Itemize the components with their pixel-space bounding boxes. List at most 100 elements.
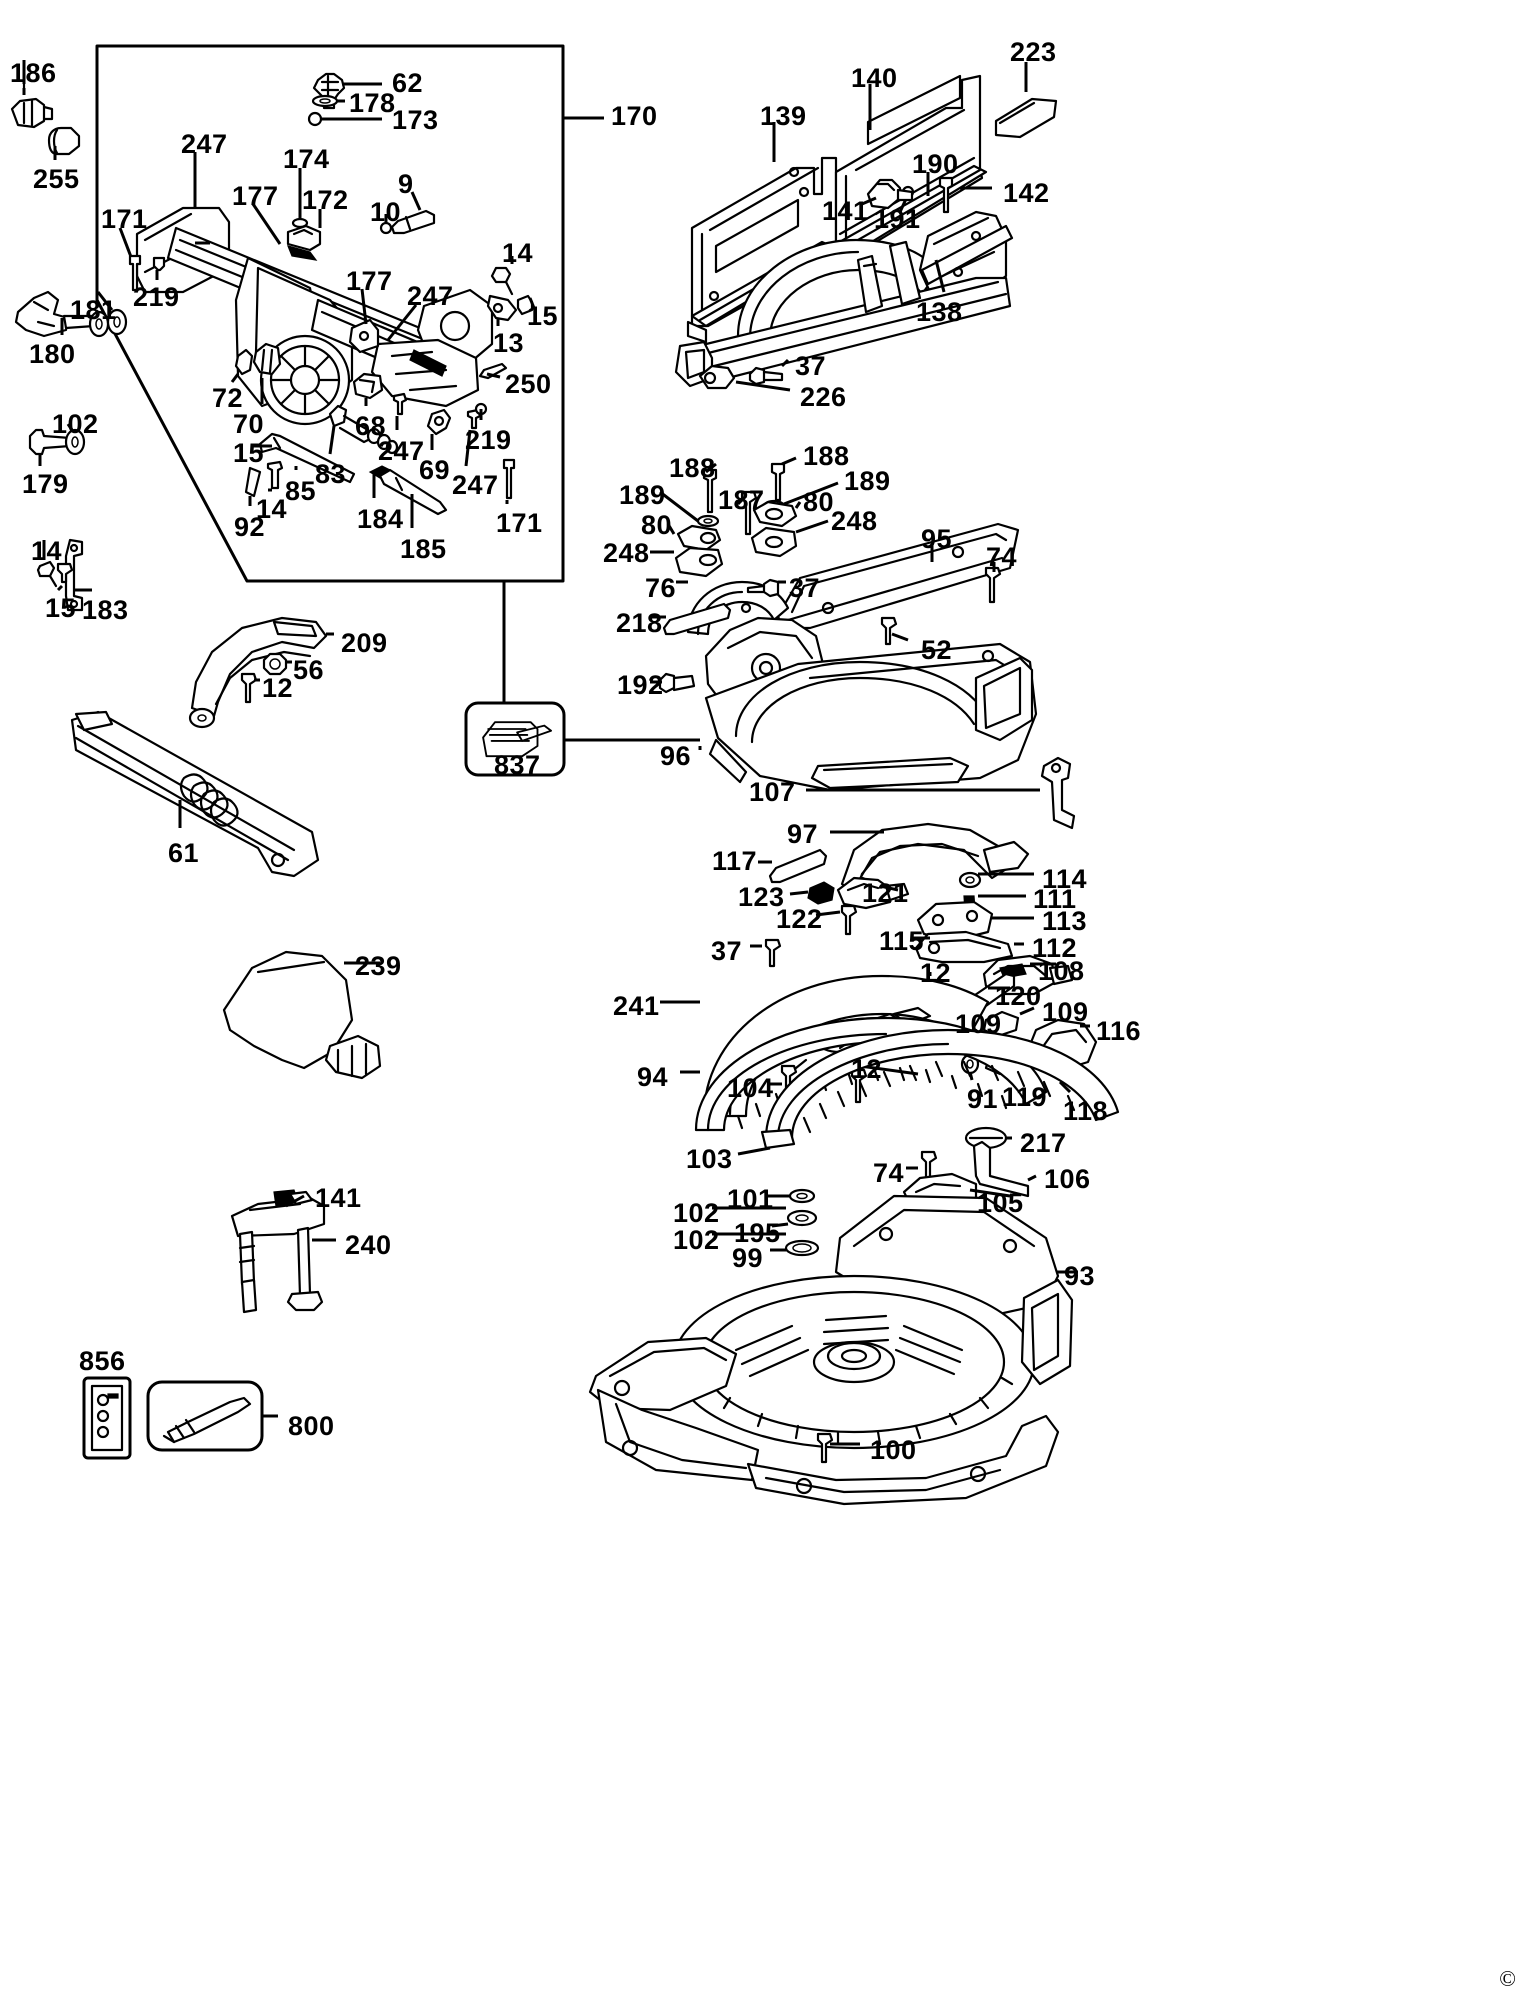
- callout-188a: 188: [669, 453, 716, 483]
- callout-247d: 247: [452, 470, 499, 500]
- callout-223: 223: [1010, 37, 1057, 67]
- callout-109b: 109: [955, 1009, 1002, 1039]
- callout-14b: 14: [256, 494, 288, 524]
- callout-191: 191: [874, 204, 921, 234]
- callout-103: 103: [686, 1144, 733, 1174]
- callout-12c: 12: [262, 673, 294, 703]
- copyright-mark: ©: [1499, 1966, 1516, 1991]
- callout-139: 139: [760, 101, 807, 131]
- callout-180: 180: [29, 339, 76, 369]
- callout-70: 70: [233, 409, 265, 439]
- callout-93: 93: [1064, 1261, 1096, 1291]
- callout-116: 116: [1096, 1016, 1142, 1046]
- callout-142: 142: [1003, 178, 1050, 208]
- callout-192: 192: [617, 670, 664, 700]
- callout-104: 104: [727, 1073, 774, 1103]
- callout-250: 250: [505, 369, 552, 399]
- callout-100: 100: [870, 1435, 917, 1465]
- callout-800: 800: [288, 1411, 335, 1441]
- callout-96: 96: [660, 741, 692, 771]
- callout-15b: 15: [233, 438, 265, 468]
- callout-172: 172: [302, 185, 349, 215]
- callout-91: 91: [967, 1084, 999, 1114]
- callout-9: 9: [398, 169, 414, 199]
- callout-209: 209: [341, 628, 388, 658]
- callout-68: 68: [355, 411, 387, 441]
- callout-62: 62: [392, 68, 424, 98]
- callout-99: 99: [732, 1243, 764, 1273]
- callout-177a: 177: [232, 181, 279, 211]
- callout-185: 185: [400, 534, 447, 564]
- callout-171a: 171: [101, 204, 148, 234]
- callout-95: 95: [921, 524, 953, 554]
- callout-14a: 14: [502, 238, 534, 268]
- callout-141a: 141: [822, 196, 869, 226]
- callout-183: 183: [82, 595, 129, 625]
- callout-56: 56: [293, 655, 325, 685]
- callout-80b: 80: [641, 510, 673, 540]
- callout-117: 117: [712, 846, 758, 876]
- callout-240: 240: [345, 1230, 392, 1260]
- callout-217: 217: [1020, 1128, 1067, 1158]
- callout-174: 174: [283, 144, 330, 174]
- callout-97: 97: [787, 819, 819, 849]
- callout-247a: 247: [181, 129, 228, 159]
- callout-241: 241: [613, 991, 660, 1021]
- callout-74b: 74: [873, 1158, 905, 1188]
- callout-102a: 102: [52, 409, 99, 439]
- callout-123: 123: [738, 882, 785, 912]
- callout-177b: 177: [346, 266, 393, 296]
- callout-187: 187: [718, 485, 765, 515]
- callout-113: 113: [1042, 906, 1088, 936]
- callout-13: 13: [493, 328, 525, 358]
- callout-140: 140: [851, 63, 898, 93]
- callout-248b: 248: [603, 538, 650, 568]
- callout-173: 173: [392, 105, 439, 135]
- callout-247c: 247: [378, 436, 425, 466]
- callout-37b: 37: [789, 573, 821, 603]
- callout-85: 85: [285, 476, 317, 506]
- callout-15c: 15: [45, 593, 77, 623]
- callout-115: 115: [879, 926, 925, 956]
- callout-178: 178: [349, 88, 396, 118]
- callout-74a: 74: [986, 542, 1018, 572]
- callout-106: 106: [1044, 1164, 1091, 1194]
- callout-72: 72: [212, 383, 244, 413]
- callout-118: 118: [1063, 1096, 1109, 1126]
- callout-37a: 37: [795, 351, 827, 381]
- callout-856: 856: [79, 1346, 126, 1376]
- callout-171b: 171: [496, 508, 543, 538]
- callout-112: 112: [1032, 933, 1078, 963]
- callout-12b: 12: [851, 1054, 883, 1084]
- callout-12a: 12: [920, 958, 952, 988]
- callout-189a: 189: [844, 466, 891, 496]
- callout-114: 114: [1042, 864, 1088, 894]
- callout-52: 52: [921, 635, 953, 665]
- callout-122: 122: [776, 904, 823, 934]
- callout-105: 105: [977, 1188, 1024, 1218]
- callout-141b: 141: [315, 1183, 362, 1213]
- callout-255: 255: [33, 164, 80, 194]
- callout-119: 119: [1002, 1082, 1048, 1112]
- callout-218: 218: [616, 608, 663, 638]
- callout-102c: 102: [673, 1225, 720, 1255]
- callout-108: 108: [1038, 956, 1085, 986]
- callout-181: 181: [70, 295, 117, 325]
- callout-190: 190: [912, 149, 959, 179]
- callout-179: 179: [22, 469, 69, 499]
- callout-76: 76: [645, 573, 677, 603]
- callout-10: 10: [370, 197, 402, 227]
- callout-102b: 102: [673, 1198, 720, 1228]
- callout-37c: 37: [711, 936, 743, 966]
- callout-138: 138: [916, 297, 963, 327]
- callout-248a: 248: [831, 506, 878, 536]
- callout-121: 121: [862, 878, 909, 908]
- callout-101: 101: [727, 1184, 774, 1214]
- callout-15a: 15: [527, 301, 559, 331]
- callout-189b: 189: [619, 480, 666, 510]
- callout-219b: 219: [465, 425, 512, 455]
- callout-94: 94: [637, 1062, 669, 1092]
- callout-83: 83: [315, 459, 347, 489]
